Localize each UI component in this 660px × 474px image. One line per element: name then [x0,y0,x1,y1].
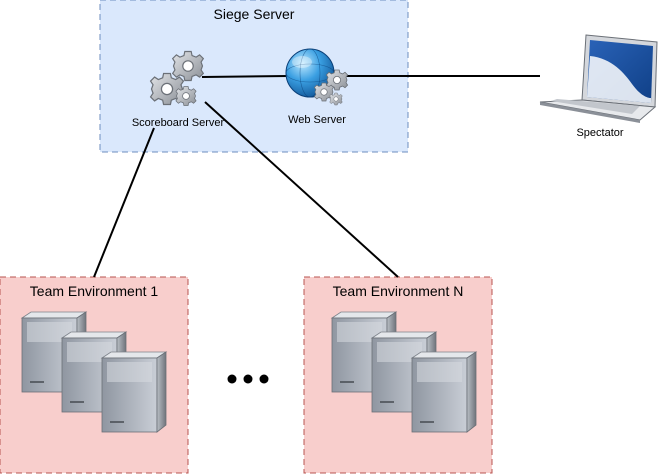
scoreboard-to-team-1-connection [93,127,155,278]
web-server-label: Web Server [288,114,346,126]
laptop-icon [539,34,658,123]
globe-icon [285,48,349,106]
spectator[interactable]: Spectator [539,34,658,139]
team-environment-1-title: Team Environment 1 [30,283,159,299]
scoreboard-to-team-n-connection [204,101,399,278]
team-environment-n-title: Team Environment N [333,283,464,299]
spectator-label: Spectator [576,127,623,139]
three-dots-icon [227,374,269,384]
connections [93,75,540,278]
scoreboard-to-web-connection [201,75,289,78]
web-server[interactable]: Web Server [285,48,349,126]
siege-server-title: Siege Server [214,6,295,22]
scoreboard-server-label: Scoreboard Server [132,117,225,129]
scoreboard-server[interactable]: Scoreboard Server [132,50,225,130]
